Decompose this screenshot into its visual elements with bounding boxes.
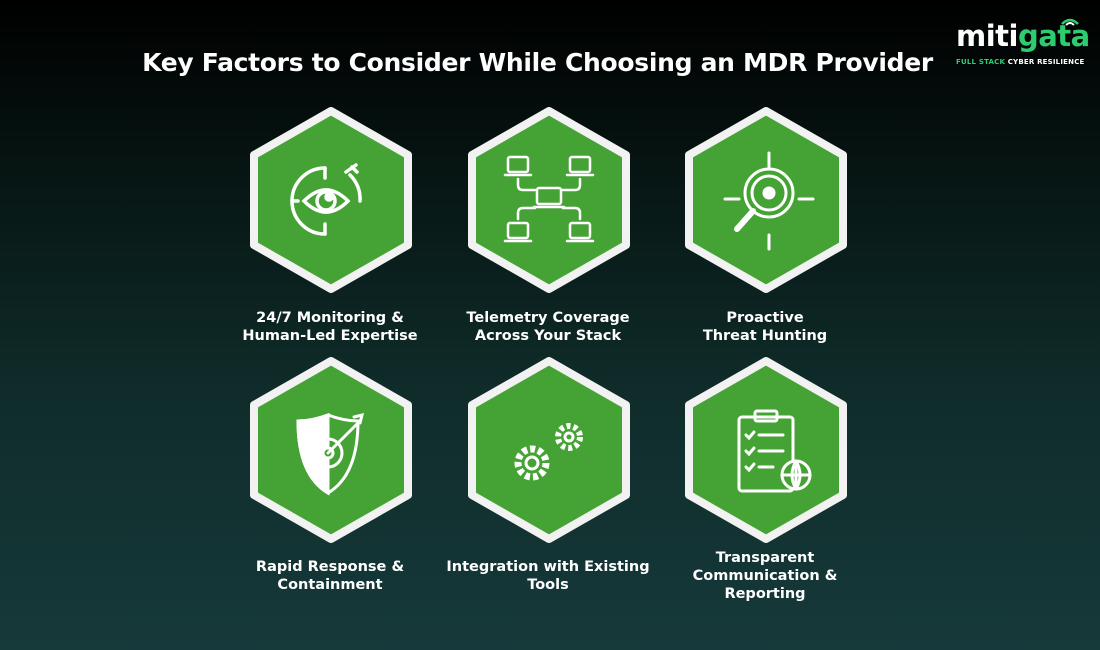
- factor-line: Telemetry Coverage: [466, 310, 630, 326]
- logo-word-white: miti: [956, 19, 1018, 53]
- eye-stopwatch-icon: [290, 163, 362, 236]
- shield-target-icon: [296, 412, 365, 496]
- signal-arc-icon: [1061, 18, 1079, 26]
- factor-line: Integration with Existing: [446, 559, 650, 575]
- gears-icon: [514, 423, 583, 481]
- factor-line: Containment: [277, 577, 383, 593]
- hexagon-badge: [685, 107, 847, 293]
- factor-line: 24/7 Monitoring &: [256, 310, 404, 326]
- factor-line: Human-Led Expertise: [242, 328, 418, 344]
- magnifier-target-icon: [723, 151, 815, 251]
- factor-line: Across Your Stack: [474, 328, 622, 344]
- hexagon-badge: [685, 357, 847, 543]
- clipboard-globe-icon: [737, 409, 812, 493]
- factor-line: Reporting: [724, 586, 806, 602]
- factor-line: Threat Hunting: [702, 328, 828, 344]
- factor-line: Transparent: [715, 550, 815, 566]
- factor-line: Rapid Response &: [255, 559, 405, 575]
- hexagon-badge: [250, 107, 412, 293]
- factor-line: Proactive: [726, 310, 804, 326]
- factor-line: Tools: [527, 577, 569, 593]
- logo-tag-white: CYBER RESILIENCE: [1007, 58, 1085, 66]
- hexagon-badge: [468, 357, 630, 543]
- network-devices-icon: [503, 155, 595, 243]
- logo-tag-green: FULL STACK: [956, 58, 1006, 66]
- page-title: Key Factors to Consider While Choosing a…: [142, 48, 933, 77]
- mitigata-logo: mitigata FULL STACK CYBER RESILIENCE: [956, 18, 1090, 66]
- factor-line: Communication &: [692, 568, 838, 584]
- logo-word-green: gata: [1017, 19, 1090, 53]
- hexagon-badge: [468, 107, 630, 293]
- hexagon-badge: [250, 357, 412, 543]
